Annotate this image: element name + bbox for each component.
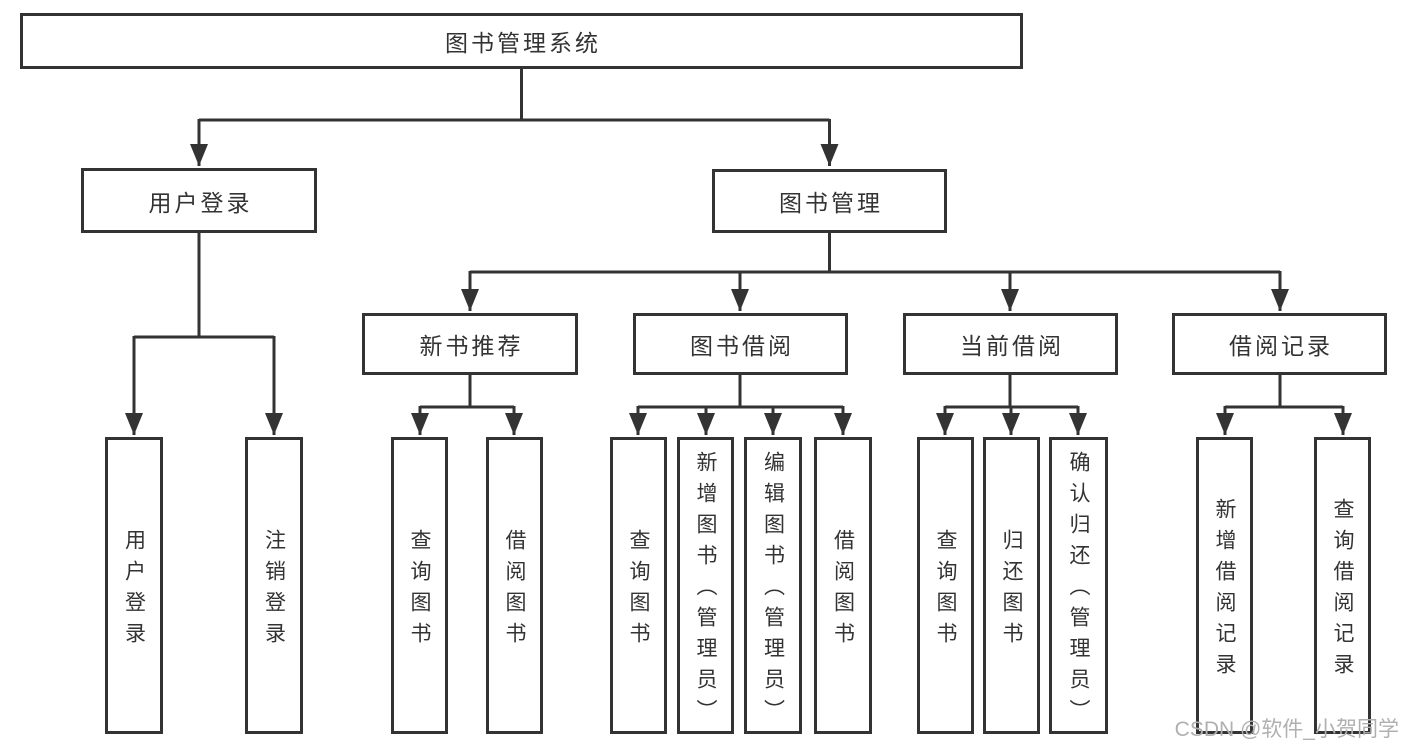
node-book-borrow: 图书借阅 (633, 313, 848, 375)
leaf-add-borrow-record: 新增借阅记录 (1196, 437, 1253, 734)
leaf-borrow-books: 借阅图书 (814, 437, 872, 734)
leaf-add-books-admin: 新增图书（管理员） (677, 437, 734, 734)
leaf-borrow-books-recommend: 借阅图书 (486, 437, 543, 734)
leaf-logout: 注销登录 (245, 437, 303, 734)
csdn-watermark: CSDN @软件_小贺同学 (1174, 718, 1399, 741)
node-borrow-records: 借阅记录 (1172, 313, 1387, 375)
node-user-login-module: 用户登录 (81, 168, 317, 233)
node-current-borrow: 当前借阅 (903, 313, 1118, 375)
node-library-system: 图书管理系统 (20, 13, 1023, 69)
leaf-return-books: 归还图书 (983, 437, 1040, 734)
leaf-query-books-current: 查询图书 (917, 437, 974, 734)
leaf-query-books-recommend: 查询图书 (391, 437, 448, 734)
leaf-edit-books-admin: 编辑图书（管理员） (744, 437, 802, 734)
leaf-confirm-return-admin: 确认归还（管理员） (1049, 437, 1108, 734)
leaf-user-login: 用户登录 (105, 437, 163, 734)
leaf-query-books-borrow: 查询图书 (610, 437, 667, 734)
leaf-query-borrow-record: 查询借阅记录 (1314, 437, 1371, 734)
node-new-book-recommend: 新书推荐 (362, 313, 578, 375)
node-book-management: 图书管理 (712, 169, 947, 233)
